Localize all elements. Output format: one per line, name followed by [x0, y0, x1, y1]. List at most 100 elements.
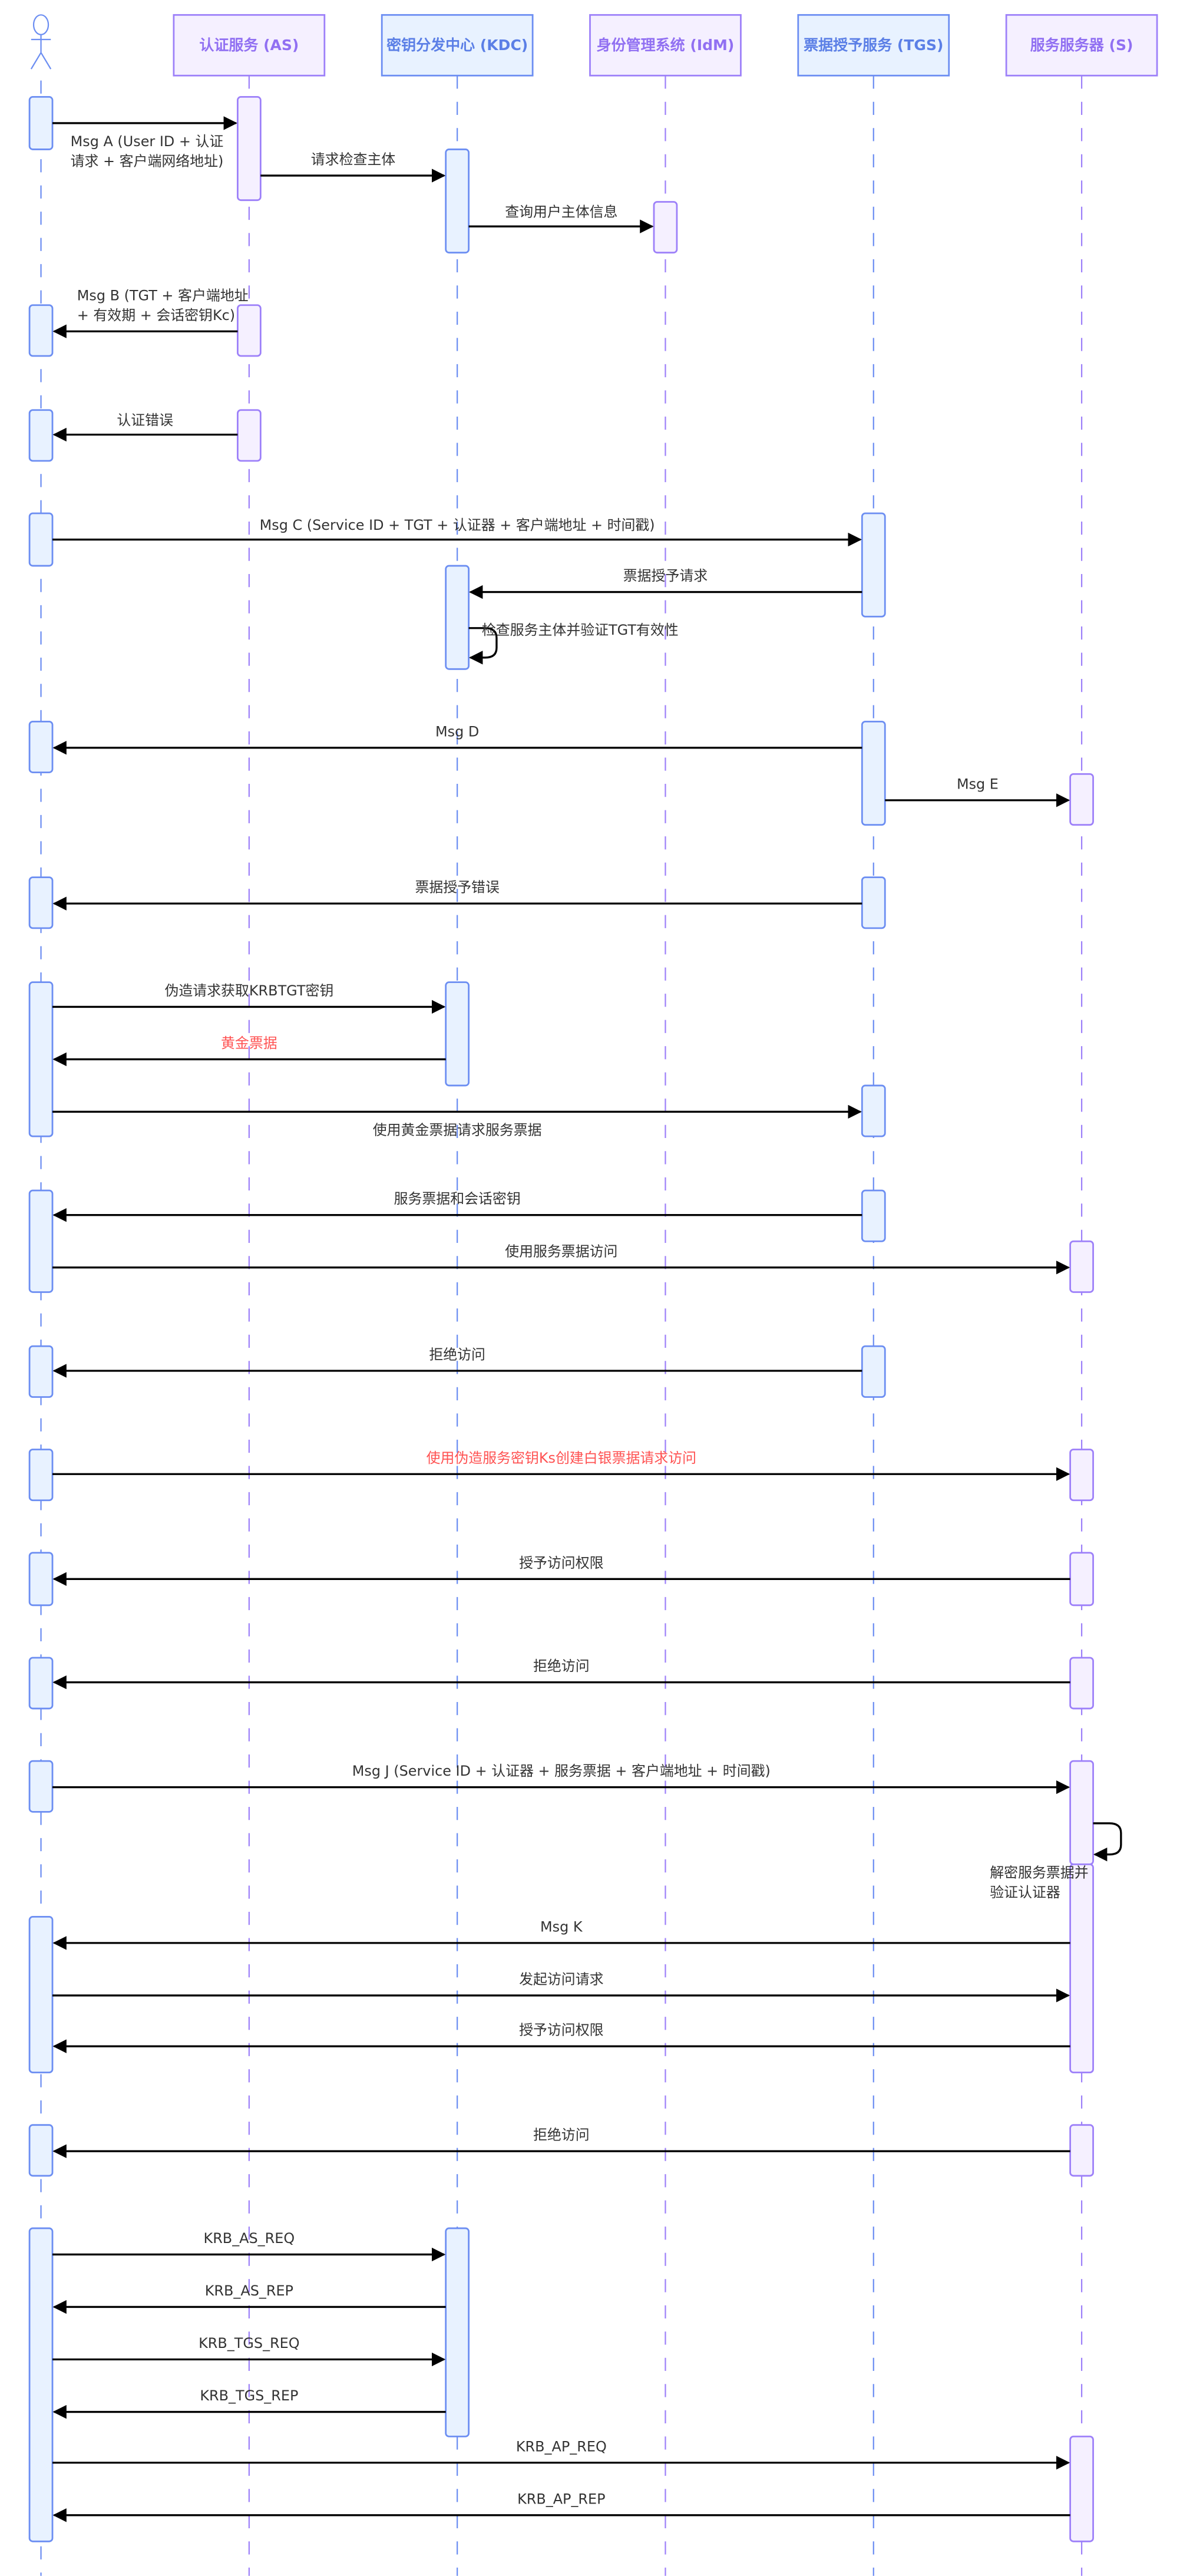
message-label: 认证错误 — [117, 412, 173, 428]
activation-bar-KDC — [445, 565, 470, 670]
message: 拒绝访问 — [52, 1347, 862, 1378]
message-label: 解密服务票据并 — [990, 1865, 1088, 1881]
activation-bar-actor — [28, 512, 54, 567]
activation-bar-TGS — [861, 1084, 886, 1137]
message: 服务票据和会话密钥 — [52, 1190, 862, 1222]
message: 发起访问请求 — [52, 1971, 1070, 2003]
message-label: KRB_TGS_REQ — [199, 2335, 299, 2351]
message-label: KRB_AS_REP — [205, 2283, 293, 2299]
message-label: Msg A (User ID + 认证 — [71, 133, 224, 150]
activation-bar-actor — [28, 981, 54, 1137]
message: 拒绝访问 — [52, 1658, 1070, 1690]
activation-bar-actor — [28, 1189, 54, 1293]
participant-label: 认证服务 (AS) — [199, 37, 299, 54]
message-label: 拒绝访问 — [533, 2127, 590, 2143]
activation-bar-actor — [28, 409, 54, 462]
message: 使用伪造服务密钥Ks创建白银票据请求访问 — [52, 1450, 1070, 1481]
message-label: 请求 + 客户端网络地址) — [71, 153, 224, 169]
activation-bar-AS — [236, 96, 262, 202]
activation-bar-TGS — [861, 876, 886, 929]
participant-IdM: 身份管理系统 (IdM) — [589, 14, 742, 77]
activation-bar-actor — [28, 304, 54, 357]
message-label: KRB_AP_REP — [517, 2491, 605, 2507]
activation-bar-KDC — [445, 981, 470, 1087]
activation-bar-S — [1069, 773, 1094, 826]
participant-KDC: 密钥分发中心 (KDC) — [381, 14, 534, 77]
message: Msg E — [885, 776, 1070, 807]
activation-bar-S — [1069, 1760, 1094, 1865]
message: KRB_AP_REQ — [52, 2438, 1070, 2470]
activation-bar-S — [1069, 1449, 1094, 1502]
activation-bar-actor — [28, 1915, 54, 2074]
message-label: Msg C (Service ID + TGT + 认证器 + 客户端地址 + … — [260, 517, 655, 533]
message: Msg J (Service ID + 认证器 + 服务票据 + 客户端地址 +… — [52, 1763, 1070, 1795]
message-label: KRB_AS_REQ — [204, 2230, 295, 2247]
message: KRB_TGS_REQ — [52, 2335, 446, 2367]
message-label: 使用黄金票据请求服务票据 — [373, 1122, 542, 1138]
participant-label: 身份管理系统 (IdM) — [597, 37, 735, 54]
message: 黄金票据 — [52, 1035, 446, 1067]
message-label: 票据授予错误 — [415, 879, 500, 896]
message: KRB_TGS_REP — [52, 2387, 446, 2419]
activation-bar-actor — [28, 720, 54, 773]
activation-bar-S — [1069, 1240, 1094, 1293]
activation-bar-TGS — [861, 1345, 886, 1398]
activation-bar-S — [1069, 1863, 1094, 2074]
message-label: 请求检查主体 — [311, 151, 396, 167]
message-label: KRB_AP_REQ — [516, 2438, 607, 2455]
activation-bar-TGS — [861, 512, 886, 618]
activation-bar-S — [1069, 2435, 1094, 2542]
participant-headers: 认证服务 (AS)密钥分发中心 (KDC)身份管理系统 (IdM)票据授予服务 … — [30, 14, 1158, 77]
message-label: 授予访问权限 — [519, 1555, 604, 1571]
activation-bar-actor — [28, 1657, 54, 1710]
participant-AS: 认证服务 (AS) — [173, 14, 326, 77]
activation-bar-TGS — [861, 1189, 886, 1242]
activation-bar-actor — [28, 1345, 54, 1398]
message-label: 发起访问请求 — [519, 1971, 604, 1987]
message-label: 授予访问权限 — [519, 2022, 604, 2039]
message-label: Msg D — [435, 723, 479, 740]
self-arrow — [1093, 1822, 1122, 1862]
message-label: 拒绝访问 — [429, 1347, 485, 1363]
activation-bar-IdM — [653, 201, 678, 254]
activation-bar-actor — [28, 1449, 54, 1502]
activation-bar-actor — [28, 1760, 54, 1813]
message: KRB_AS_REQ — [52, 2230, 446, 2262]
message: 检查服务主体并验证TGT有效性 — [468, 622, 679, 665]
message-label: 验证认证器 — [990, 1884, 1060, 1901]
message: 票据授予错误 — [52, 879, 862, 911]
message: 使用黄金票据请求服务票据 — [52, 1104, 862, 1138]
activation-bar-actor — [28, 1552, 54, 1607]
activation-bar-actor — [28, 2124, 54, 2177]
activation-bar-AS — [236, 304, 262, 357]
message-label: Msg E — [957, 776, 999, 792]
message-label: 服务票据和会话密钥 — [394, 1190, 521, 1207]
message-label: Msg B (TGT + 客户端地址 — [77, 287, 249, 304]
message-label: 检查服务主体并验证TGT有效性 — [482, 622, 679, 638]
participant-label: 服务服务器 (S) — [1030, 37, 1133, 54]
message-label: Msg K — [540, 1918, 583, 1935]
message: KRB_AP_REP — [52, 2491, 1070, 2522]
actor-icon — [30, 14, 52, 70]
message: 认证错误 — [52, 412, 238, 442]
activation-bar-actor — [28, 876, 54, 929]
activation-bar-KDC — [445, 149, 470, 254]
lifelines — [40, 75, 1083, 2576]
message-label: 拒绝访问 — [533, 1658, 590, 1674]
message: 请求检查主体 — [260, 151, 446, 183]
message-label: 伪造请求获取KRBTGT密钥 — [164, 982, 333, 999]
message: 拒绝访问 — [52, 2127, 1070, 2158]
message-label: 查询用户主体信息 — [505, 203, 617, 220]
participant-label: 密钥分发中心 (KDC) — [386, 37, 528, 54]
activation-bar-AS — [236, 409, 262, 462]
message-label: + 有效期 + 会话密钥Kc) — [77, 307, 235, 324]
message-label: KRB_TGS_REP — [200, 2387, 298, 2404]
activation-bar-S — [1069, 1657, 1094, 1710]
message: Msg C (Service ID + TGT + 认证器 + 客户端地址 + … — [52, 517, 862, 547]
message: 伪造请求获取KRBTGT密钥 — [52, 982, 446, 1014]
message: Msg K — [52, 1918, 1070, 1950]
